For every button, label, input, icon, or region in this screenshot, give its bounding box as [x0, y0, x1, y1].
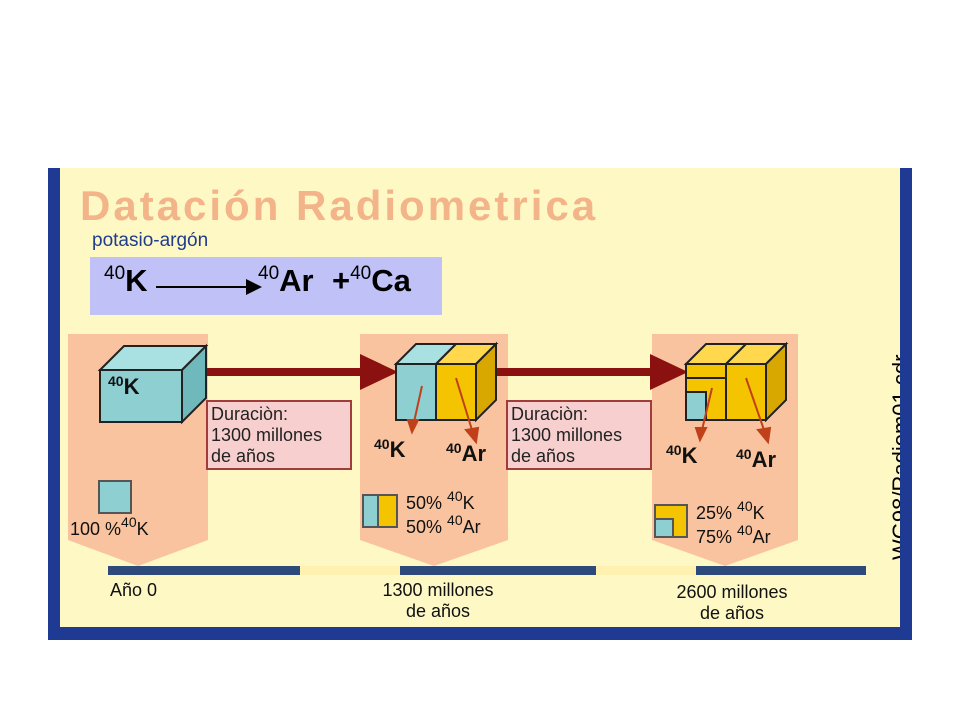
stage2-argon-label: 40Ar	[446, 440, 487, 466]
stage-backgrounds	[68, 334, 798, 566]
stage3-decay-arrows	[694, 377, 772, 445]
stage2-argon-percentage: 50% 40Ar	[406, 512, 481, 537]
stage1-percentage: 100 %40K	[70, 514, 149, 539]
potassium-cube	[97, 343, 209, 425]
eq-argon: 40Ar	[258, 263, 314, 298]
timeline-segment-3	[400, 566, 596, 575]
stage3-argon-percentage: 75% 40Ar	[696, 522, 771, 547]
timeline-segment-4	[596, 566, 696, 575]
potassium-cube-label: 40K	[108, 373, 140, 399]
stage2-decay-arrows	[406, 377, 480, 445]
transition-arrow-2	[490, 354, 688, 390]
timeline-segment-1	[108, 566, 300, 575]
diagram-panel: Datación Radiometrica potasio-argón 40K …	[60, 168, 900, 627]
timeline-segment-5	[696, 566, 866, 575]
stage2-potassium-percentage: 50% 40K	[406, 488, 475, 513]
stage3-proportion-square	[654, 504, 688, 538]
stage3-potassium-fill	[656, 518, 674, 536]
timeline-start-label: Año 0	[110, 580, 158, 600]
stage2-cube	[393, 341, 499, 423]
stage2-potassium-label: 40K	[374, 436, 406, 462]
eq-calcium: +40Ca	[332, 263, 411, 298]
eq-arrow-icon	[156, 279, 262, 295]
timeline-segment-2	[300, 566, 400, 575]
stage3-potassium-percentage: 25% 40K	[696, 498, 765, 523]
transition-arrow-1	[200, 354, 398, 390]
stage2-proportion-square	[362, 494, 398, 528]
stage1-proportion-square	[98, 480, 132, 514]
stage2-argon-fill	[377, 496, 396, 526]
credit-text: WG98/Radiom01.cdr	[888, 354, 900, 560]
eq-potassium: 40K	[104, 263, 148, 298]
stage3-cube	[683, 341, 789, 423]
stage3-argon-label: 40Ar	[736, 446, 777, 472]
figure-frame: Datación Radiometrica potasio-argón 40K …	[48, 168, 912, 640]
decay-equation: 40K 40Ar +40Ca	[90, 257, 442, 315]
diagram-subtitle: potasio-argón	[92, 230, 209, 251]
diagram-title: Datación Radiometrica	[80, 182, 599, 229]
stage3-potassium-label: 40K	[666, 442, 698, 468]
